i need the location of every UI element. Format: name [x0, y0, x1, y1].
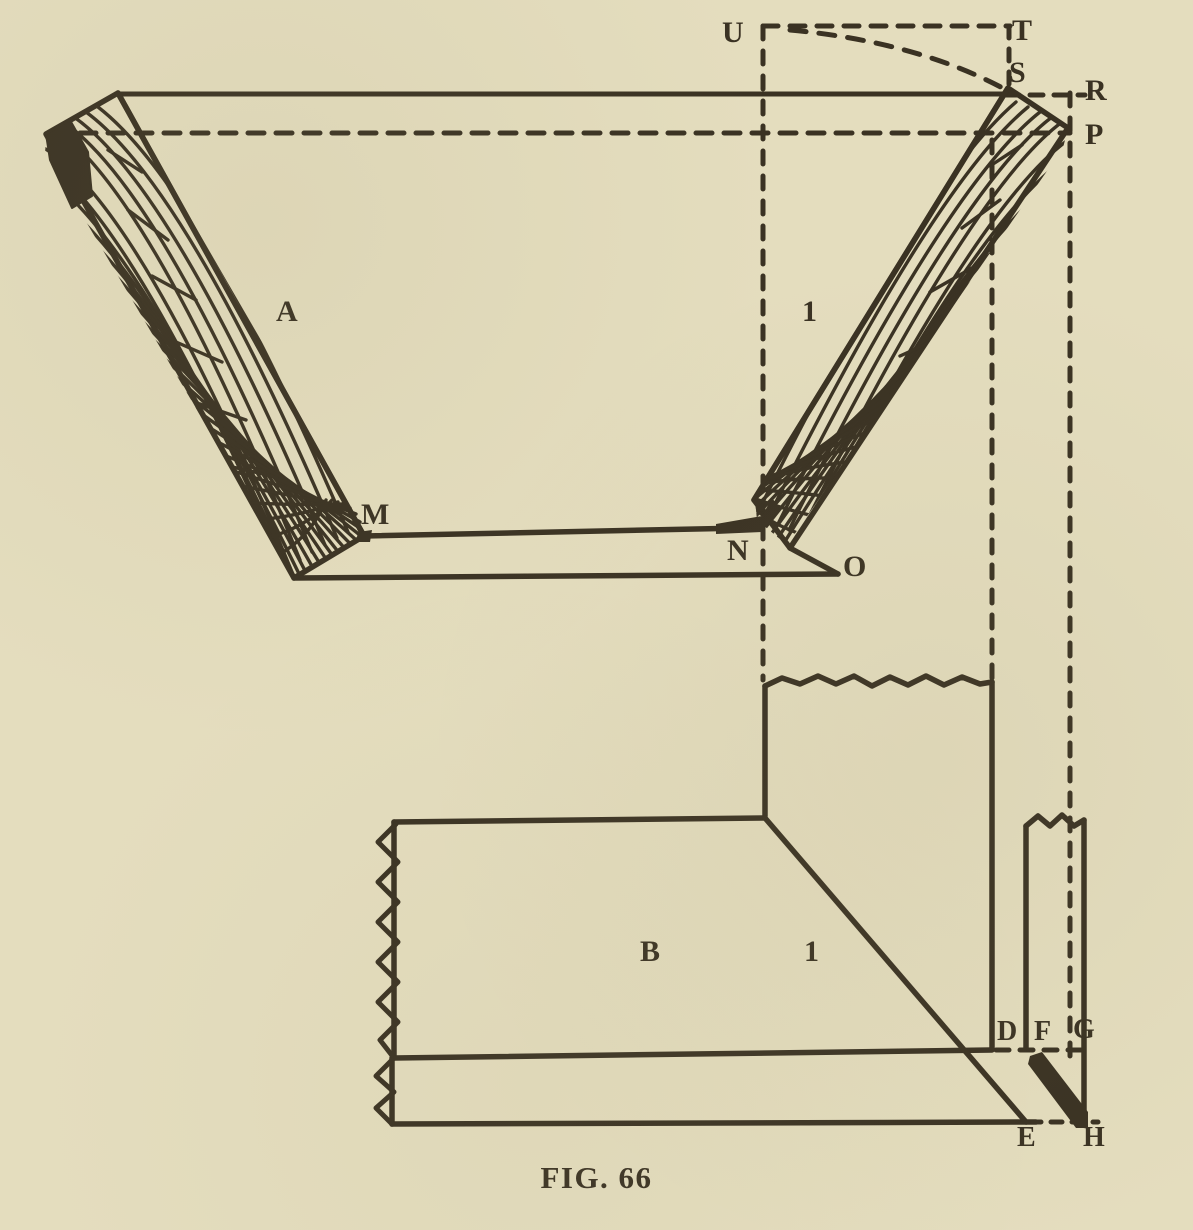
- label-point-p: P: [1085, 118, 1104, 151]
- label-point-r: R: [1085, 74, 1108, 107]
- label-point-h: H: [1083, 1122, 1106, 1153]
- plate-b-outline: [389, 815, 1039, 1127]
- vertical-board-outline: [762, 679, 995, 1051]
- vertical-board-break-line: [762, 673, 995, 689]
- label-point-f: F: [1034, 1016, 1052, 1047]
- label-board-one-upper: 1: [802, 295, 818, 328]
- rotation-arc: [787, 27, 1013, 95]
- label-point-t: T: [1012, 14, 1033, 47]
- label-point-m: M: [361, 498, 390, 531]
- board-a-end-shadow: [45, 119, 93, 209]
- label-board-a: A: [276, 295, 299, 328]
- label-point-g: G: [1073, 1014, 1096, 1045]
- middle-plate: [291, 525, 841, 581]
- label-board-one-lower: 1: [804, 935, 820, 968]
- label-board-b: B: [640, 935, 661, 968]
- wedge-f-to-h: [1028, 1052, 1088, 1128]
- right-strip-break-line: [1023, 812, 1087, 829]
- figure-caption: FIG. 66: [540, 1160, 653, 1195]
- n-wedge: [716, 498, 780, 534]
- label-point-e: E: [1017, 1122, 1037, 1153]
- m-wedge: [356, 530, 372, 542]
- label-point-s: S: [1009, 56, 1027, 89]
- label-point-u: U: [722, 16, 745, 49]
- label-point-n: N: [727, 534, 750, 567]
- plate-b-break-line-upper: [375, 821, 401, 1061]
- right-strip-outline: [1023, 817, 1087, 1125]
- board-a-grain: [45, 105, 365, 578]
- board-one-grain: [755, 100, 1068, 545]
- plate-b-break-line-lower: [373, 1057, 397, 1127]
- label-point-d: D: [997, 1016, 1018, 1047]
- label-point-o: O: [843, 550, 867, 583]
